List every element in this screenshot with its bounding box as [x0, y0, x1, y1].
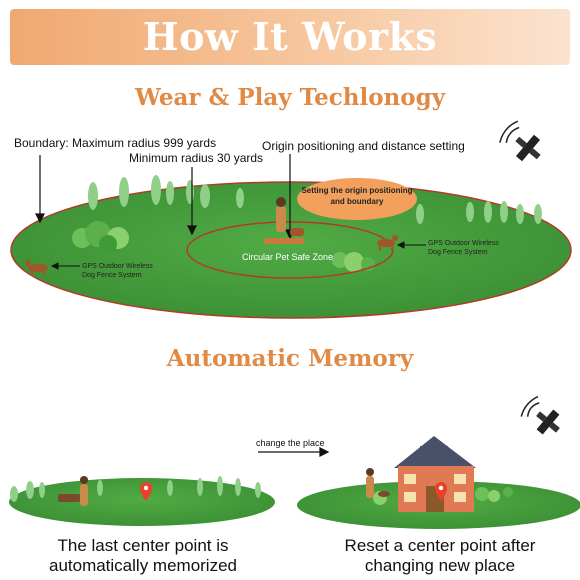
- large-field: [10, 181, 572, 319]
- caption-right: Reset a center point after changing new …: [344, 536, 536, 575]
- house: [394, 436, 476, 512]
- page-title: How It Works: [142, 14, 438, 59]
- person-new-place: [366, 468, 390, 498]
- origin-label: Origin positioning and distance setting: [262, 139, 465, 153]
- bubble-text: Setting the origin positioning and bound…: [301, 186, 413, 206]
- satellite-icon: [499, 120, 541, 162]
- old-place-field: [9, 478, 275, 526]
- satellite-icon-2: [520, 395, 560, 435]
- location-pin-old: [140, 482, 152, 501]
- dog-right: [377, 235, 398, 251]
- bush-left: [72, 221, 129, 253]
- person-center: [264, 197, 304, 244]
- old-place-trees: [10, 476, 261, 502]
- header-banner: [10, 9, 570, 65]
- arrow-min-boundary: [187, 167, 197, 236]
- change-place-arrow: [258, 447, 330, 457]
- change-place-label: change the place: [256, 438, 325, 448]
- section-heading-memory: Automatic Memory: [166, 345, 414, 372]
- boundary-min-label: Minimum radius 30 yards: [129, 151, 264, 165]
- boundary-max-label: Boundary: Maximum radius 999 yards: [14, 136, 217, 150]
- arrow-device-right: [396, 241, 426, 249]
- arrow-device-left: [50, 262, 80, 270]
- dog-left: [25, 260, 48, 276]
- caption-left: The last center point is automatically m…: [48, 536, 237, 575]
- new-place-bushes: [373, 487, 513, 505]
- location-pin-new: [435, 482, 447, 501]
- person-old-place: [58, 476, 88, 506]
- device-label-right: GPS Outdoor Wireless Dog Fence System: [428, 240, 499, 256]
- arrow-max-boundary: [35, 155, 45, 224]
- section-heading-technology: Wear & Play Techlonogy: [134, 84, 446, 111]
- safe-zone-label: Circular Pet Safe Zone: [242, 252, 334, 262]
- origin-bubble: [297, 178, 417, 220]
- device-label-left: GPS Outdoor Wireless Dog Fence System: [82, 263, 153, 279]
